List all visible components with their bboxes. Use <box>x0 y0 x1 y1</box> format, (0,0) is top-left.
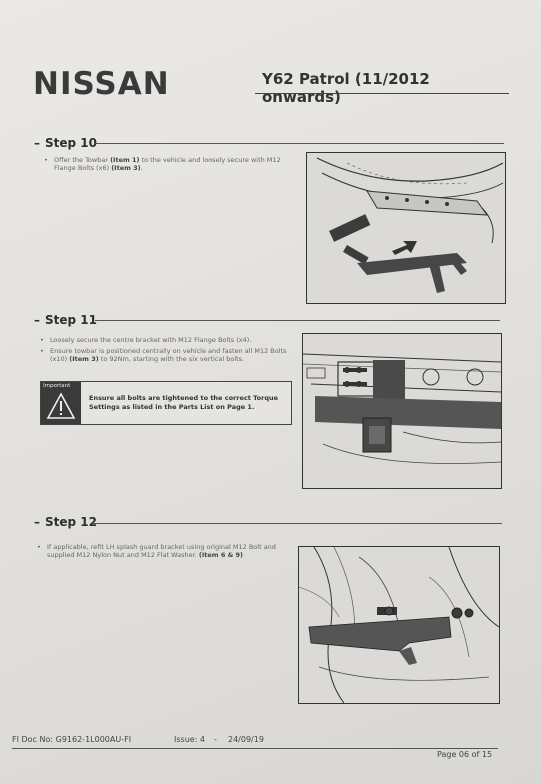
footer-rule <box>12 748 498 749</box>
important-tag: Important <box>41 382 81 424</box>
step-12-title: Step 12 <box>45 515 97 529</box>
footer-date: 24/09/19 <box>228 735 264 744</box>
footer-separator: - <box>214 735 217 744</box>
step-10-illustration <box>306 152 506 304</box>
list-item: If applicable, refit LH splash guard bra… <box>37 543 292 559</box>
step-12-heading: –Step 12 <box>34 515 97 529</box>
list-item: Loosely secure the centre bracket with M… <box>40 336 295 344</box>
step-11-illustration <box>302 333 502 489</box>
centre-bracket-drawing <box>303 353 501 464</box>
step-12-illustration <box>298 546 500 704</box>
important-notice: Important Ensure all bolts are tightened… <box>40 381 292 425</box>
important-text: Ensure all bolts are tightened to the co… <box>89 394 279 411</box>
step-10-heading: –Step 10 <box>34 136 97 150</box>
step-11-instructions: Loosely secure the centre bracket with M… <box>40 336 295 367</box>
footer-page-number: Page 06 of 15 <box>437 750 493 759</box>
step-12-rule <box>92 523 502 524</box>
splash-guard-bracket-drawing <box>299 547 499 703</box>
list-item: Ensure towbar is positioned centrally on… <box>40 347 295 363</box>
step-10-rule <box>95 143 504 144</box>
step-10-instructions: Offer the Towbar (Item 1) to the vehicle… <box>44 156 299 175</box>
model-title: Y62 Patrol (11/2012 onwards) <box>262 70 430 106</box>
step-11-title: Step 11 <box>45 313 97 327</box>
footer-doc-number: FI Doc No: G9162-1L000AU-FI <box>12 735 132 744</box>
list-item: Offer the Towbar (Item 1) to the vehicle… <box>44 156 299 172</box>
step-12-instructions: If applicable, refit LH splash guard bra… <box>37 543 292 562</box>
step-11-rule <box>95 320 500 321</box>
footer-issue: Issue: 4 <box>174 735 206 744</box>
warning-icon <box>46 392 76 419</box>
important-label: Important <box>43 383 71 389</box>
brand-logo-text: NISSAN <box>33 66 170 102</box>
towbar-offer-drawing <box>316 157 504 293</box>
step-11-heading: –Step 11 <box>34 313 97 327</box>
model-underline <box>255 93 509 94</box>
step-10-title: Step 10 <box>45 136 97 150</box>
